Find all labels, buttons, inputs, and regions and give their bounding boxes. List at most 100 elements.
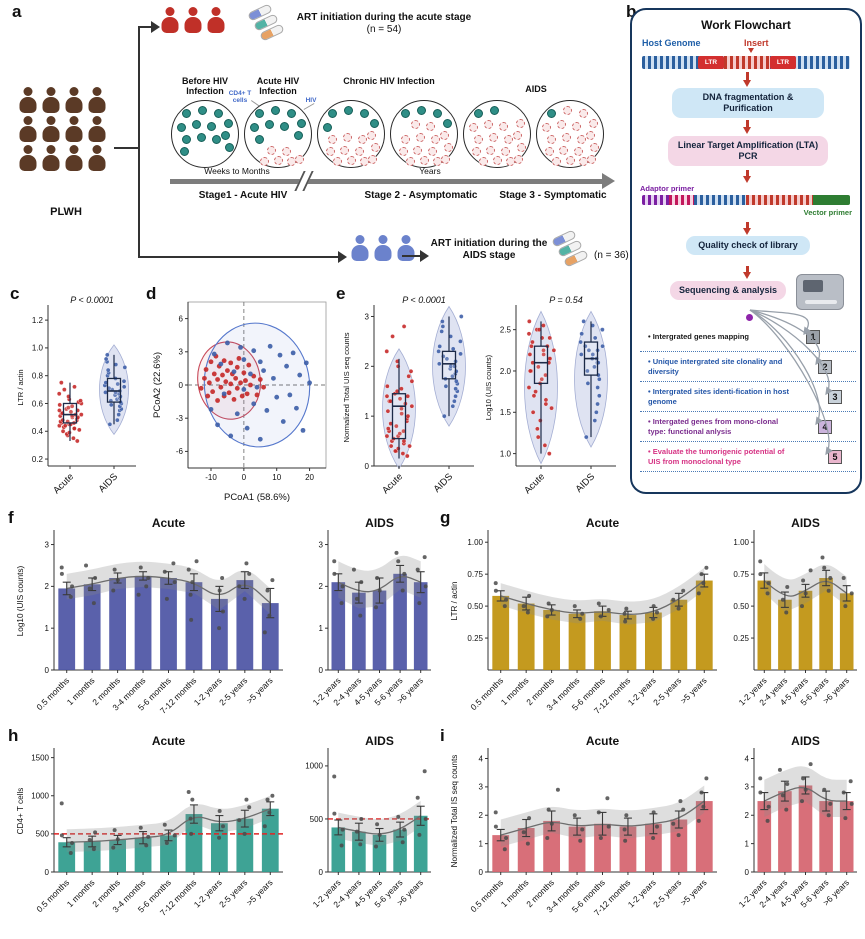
svg-text:CD4+ T cells: CD4+ T cells bbox=[16, 788, 25, 835]
years-label: Years bbox=[419, 166, 441, 176]
svg-text:0: 0 bbox=[479, 868, 484, 877]
hiv-virus-icon bbox=[479, 157, 488, 166]
workflow-step-label: Intergated genes from mono-clonal type: … bbox=[648, 417, 798, 436]
aids-n-value: (n = 36) bbox=[594, 250, 629, 261]
svg-text:2-5 years: 2-5 years bbox=[217, 877, 249, 909]
svg-text:0.75: 0.75 bbox=[733, 570, 749, 579]
vector-segment bbox=[812, 195, 850, 205]
acute-n-value: (n = 54) bbox=[366, 24, 402, 35]
svg-text:3: 3 bbox=[365, 312, 370, 321]
svg-text:0.50: 0.50 bbox=[733, 602, 749, 611]
svg-text:500: 500 bbox=[36, 830, 50, 839]
panel-b-flowchart: Work Flowchart Host Genome Insert LTR LT… bbox=[630, 8, 862, 494]
hiv-virus-icon bbox=[367, 131, 376, 140]
svg-text:0.8: 0.8 bbox=[32, 371, 44, 380]
svg-text:0: 0 bbox=[45, 666, 50, 675]
flow-step-quality-check: Quality check of library bbox=[686, 236, 810, 255]
svg-text:LTR / actin: LTR / actin bbox=[450, 581, 459, 620]
insert-segment bbox=[745, 195, 813, 205]
svg-text:1.0: 1.0 bbox=[32, 344, 44, 353]
svg-text:0.6: 0.6 bbox=[32, 399, 44, 408]
infection-timeline bbox=[0, 0, 630, 290]
svg-text:4: 4 bbox=[479, 754, 484, 763]
aids-arm-text: ART initiation during the AIDS stage bbox=[430, 238, 548, 261]
workflow-step: Intergrated sites identi-fication in hos… bbox=[640, 382, 856, 412]
svg-text:2-5 years: 2-5 years bbox=[651, 877, 683, 909]
hiv-virus-icon bbox=[557, 120, 566, 129]
svg-text:AIDS: AIDS bbox=[791, 516, 820, 530]
svg-text:Acute: Acute bbox=[586, 734, 620, 748]
panel-label-f: f bbox=[8, 508, 14, 527]
cd4-cell-icon bbox=[433, 109, 442, 118]
connector-line bbox=[138, 26, 140, 258]
hiv-virus-icon bbox=[562, 133, 571, 142]
host-genome-label: Host Genome bbox=[642, 38, 701, 48]
hiv-virus-icon bbox=[513, 131, 522, 140]
cd4-cell-icon bbox=[294, 131, 303, 140]
svg-text:0.2: 0.2 bbox=[32, 455, 44, 464]
flow-step-sequencing: Sequencing & analysis bbox=[670, 281, 786, 300]
circle-label-aids: AIDS bbox=[525, 84, 547, 94]
cd4-cell-icon bbox=[212, 135, 221, 144]
cd4-cell-icon bbox=[265, 120, 274, 129]
svg-text:10: 10 bbox=[272, 473, 281, 482]
flow-step-dna-fragmentation: DNA fragmentation & Purification bbox=[672, 88, 824, 118]
infection-stage-circle bbox=[317, 100, 385, 168]
svg-text:1: 1 bbox=[745, 839, 750, 848]
svg-text:0: 0 bbox=[242, 473, 247, 482]
arrowhead-icon bbox=[151, 21, 160, 33]
hiv-virus-icon bbox=[489, 133, 498, 142]
panel-label-g: g bbox=[440, 508, 451, 527]
svg-text:AIDS: AIDS bbox=[365, 734, 394, 748]
hiv-virus-icon bbox=[368, 155, 377, 164]
svg-text:P = 0.54: P = 0.54 bbox=[549, 295, 582, 305]
svg-text:20: 20 bbox=[305, 473, 314, 482]
cd4-cell-icon bbox=[443, 119, 452, 128]
cd4-cell-icon bbox=[328, 109, 337, 118]
svg-text:2: 2 bbox=[319, 582, 324, 591]
connector-line bbox=[114, 147, 140, 149]
svg-text:1.2: 1.2 bbox=[32, 316, 44, 325]
hiv-virus-icon bbox=[343, 133, 352, 142]
hiv-virus-icon bbox=[358, 135, 367, 144]
hiv-virus-icon bbox=[326, 147, 335, 156]
cd4-cell-icon bbox=[182, 135, 191, 144]
arrowhead-icon bbox=[338, 251, 347, 263]
svg-text:1.0: 1.0 bbox=[500, 449, 512, 458]
svg-text:PCoA1 (58.6%): PCoA1 (58.6%) bbox=[224, 492, 290, 503]
flow-arrow-icon bbox=[746, 120, 749, 128]
panel-label-d: d bbox=[146, 284, 157, 303]
svg-text:2.5: 2.5 bbox=[500, 325, 512, 334]
hiv-virus-icon bbox=[563, 106, 572, 115]
stage3-label: Stage 3 - Symptomatic bbox=[499, 190, 607, 201]
stage2-label: Stage 2 - Asymptomatic bbox=[364, 190, 478, 201]
timeline-arrowhead-icon bbox=[602, 173, 615, 189]
hiv-virus-icon bbox=[328, 135, 337, 144]
hiv-virus-icon bbox=[371, 143, 380, 152]
svg-text:0.5 months: 0.5 months bbox=[468, 675, 505, 712]
panel-label-h: h bbox=[8, 726, 19, 745]
svg-text:3: 3 bbox=[745, 783, 750, 792]
hiv-virus-icon bbox=[545, 147, 554, 156]
infection-stage-circle bbox=[463, 100, 531, 168]
workflow-step-list: Intergrated genes mapping1Unique intergr… bbox=[640, 322, 856, 472]
cd4-cell-icon bbox=[370, 119, 379, 128]
circle-label-before: Before HIV Infection bbox=[181, 76, 228, 97]
svg-text:Acute: Acute bbox=[152, 516, 186, 530]
flow-arrow-icon bbox=[742, 228, 751, 235]
art-pills-icon bbox=[551, 229, 594, 270]
sequencer-icon bbox=[796, 274, 844, 310]
hiv-virus-icon bbox=[411, 120, 420, 129]
hiv-virus-icon bbox=[579, 109, 588, 118]
hiv-virus-icon bbox=[274, 156, 283, 165]
